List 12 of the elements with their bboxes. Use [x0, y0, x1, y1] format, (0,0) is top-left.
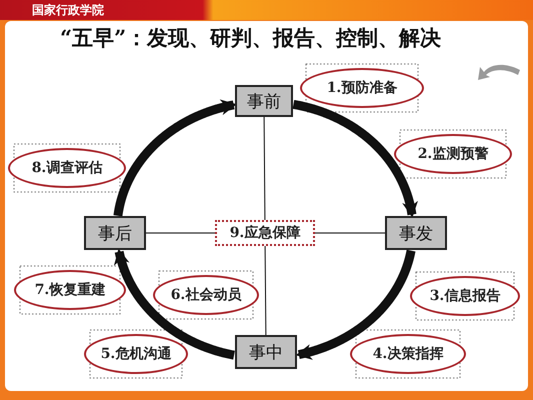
support-box: 9.应急保障	[215, 220, 315, 246]
connector-line	[264, 246, 266, 336]
connector-line	[146, 232, 216, 234]
slide-title: “五早”：发现、研判、报告、控制、解决	[60, 24, 442, 52]
phase-box: 事中	[235, 335, 297, 369]
cycle-arrow	[114, 248, 238, 360]
header-text: 国家行政学院	[32, 2, 104, 19]
phase-box: 事发	[385, 216, 447, 250]
connector-line	[314, 232, 386, 234]
connector-line	[264, 116, 266, 220]
phase-box: 事前	[235, 85, 293, 117]
phase-box: 事后	[84, 216, 146, 250]
